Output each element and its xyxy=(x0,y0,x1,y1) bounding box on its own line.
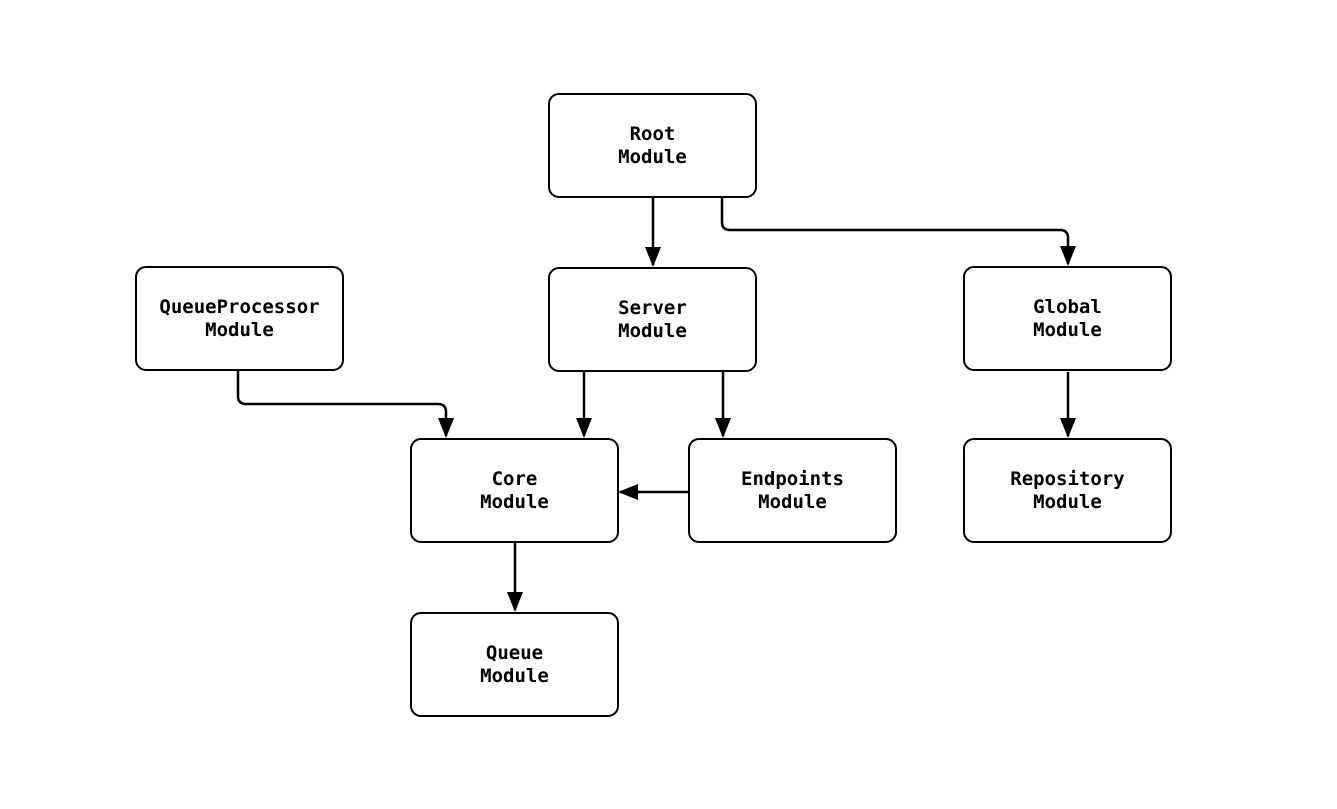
node-label: Core Module xyxy=(480,468,549,514)
node-label: Server Module xyxy=(618,297,687,343)
node-label-line1: Core xyxy=(491,467,538,490)
node-label: Queue Module xyxy=(480,642,549,688)
node-label-line2: Module xyxy=(205,318,274,341)
node-label-line1: QueueProcessor xyxy=(159,295,320,318)
node-label-line2: Module xyxy=(1033,490,1102,513)
node-label-line2: Module xyxy=(618,145,687,168)
edge-queueprocessor-to-core xyxy=(236,371,454,438)
node-server-module: Server Module xyxy=(548,267,757,372)
node-queueprocessor-module: QueueProcessor Module xyxy=(135,266,344,371)
node-endpoints-module: Endpoints Module xyxy=(688,438,897,543)
node-label-line2: Module xyxy=(758,490,827,513)
node-label-line2: Module xyxy=(1033,318,1102,341)
node-queue-module: Queue Module xyxy=(410,612,619,717)
node-label-line2: Module xyxy=(618,319,687,342)
node-label-line1: Global xyxy=(1033,295,1102,318)
node-root-module: Root Module xyxy=(548,93,757,198)
node-label-line2: Module xyxy=(480,490,549,513)
node-label: Root Module xyxy=(618,123,687,169)
node-label-line1: Queue xyxy=(485,641,544,664)
node-repository-module: Repository Module xyxy=(963,438,1172,543)
node-core-module: Core Module xyxy=(410,438,619,543)
node-global-module: Global Module xyxy=(963,266,1172,371)
node-label: QueueProcessor Module xyxy=(159,296,319,342)
edge-root-to-global xyxy=(720,198,1076,266)
node-label-line1: Repository xyxy=(1010,467,1125,490)
node-label: Global Module xyxy=(1033,296,1102,342)
node-label-line1: Endpoints xyxy=(741,467,844,490)
node-label-line1: Root xyxy=(629,122,676,145)
node-label: Repository Module xyxy=(1010,468,1124,514)
node-label-line2: Module xyxy=(480,664,549,687)
node-label: Endpoints Module xyxy=(741,468,844,514)
node-label-line1: Server xyxy=(618,296,687,319)
